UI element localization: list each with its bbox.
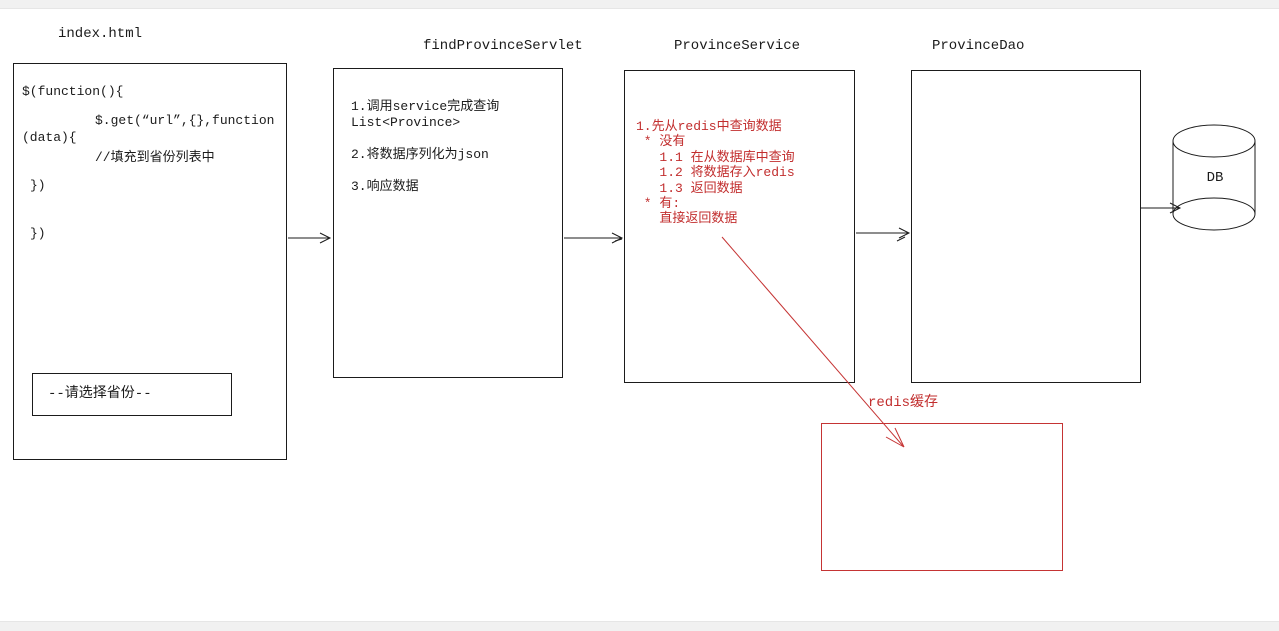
arrow-dao-to-db (1141, 202, 1182, 214)
service-notes-text: 1.先从redis中查询数据 * 没有 1.1 在从数据库中查询 1.2 将数据… (636, 119, 795, 227)
redis-cache-box (821, 423, 1063, 571)
bottom-band (0, 621, 1279, 631)
redis-cache-label: redis缓存 (868, 395, 939, 411)
code-line-3: (data){ (22, 130, 77, 145)
node-title-province-service: ProvinceService (674, 38, 801, 54)
arrow-index-to-servlet (288, 232, 332, 244)
node-title-province-dao: ProvinceDao (932, 38, 1025, 54)
top-band (0, 0, 1279, 9)
servlet-steps-text: 1.调用service完成查询 List<Province> 2.将数据序列化为… (351, 99, 500, 194)
code-line-5: }) (30, 178, 46, 193)
province-select: --请选择省份-- (32, 373, 232, 416)
arrow-service-to-dao (856, 227, 911, 242)
province-dao-box (911, 70, 1141, 383)
node-title-index-html: index.html (58, 26, 143, 42)
code-line-6: }) (30, 226, 46, 241)
node-title-find-province-servlet: findProvinceServlet (423, 38, 583, 54)
find-province-servlet-box (333, 68, 563, 378)
code-line-1: $(function(){ (22, 84, 124, 99)
db-label: DB (1206, 170, 1224, 186)
arrow-servlet-to-service (564, 232, 624, 244)
code-line-4: //填充到省份列表中 (95, 150, 215, 165)
code-line-2: $.get(“url”,{},function (95, 113, 275, 128)
